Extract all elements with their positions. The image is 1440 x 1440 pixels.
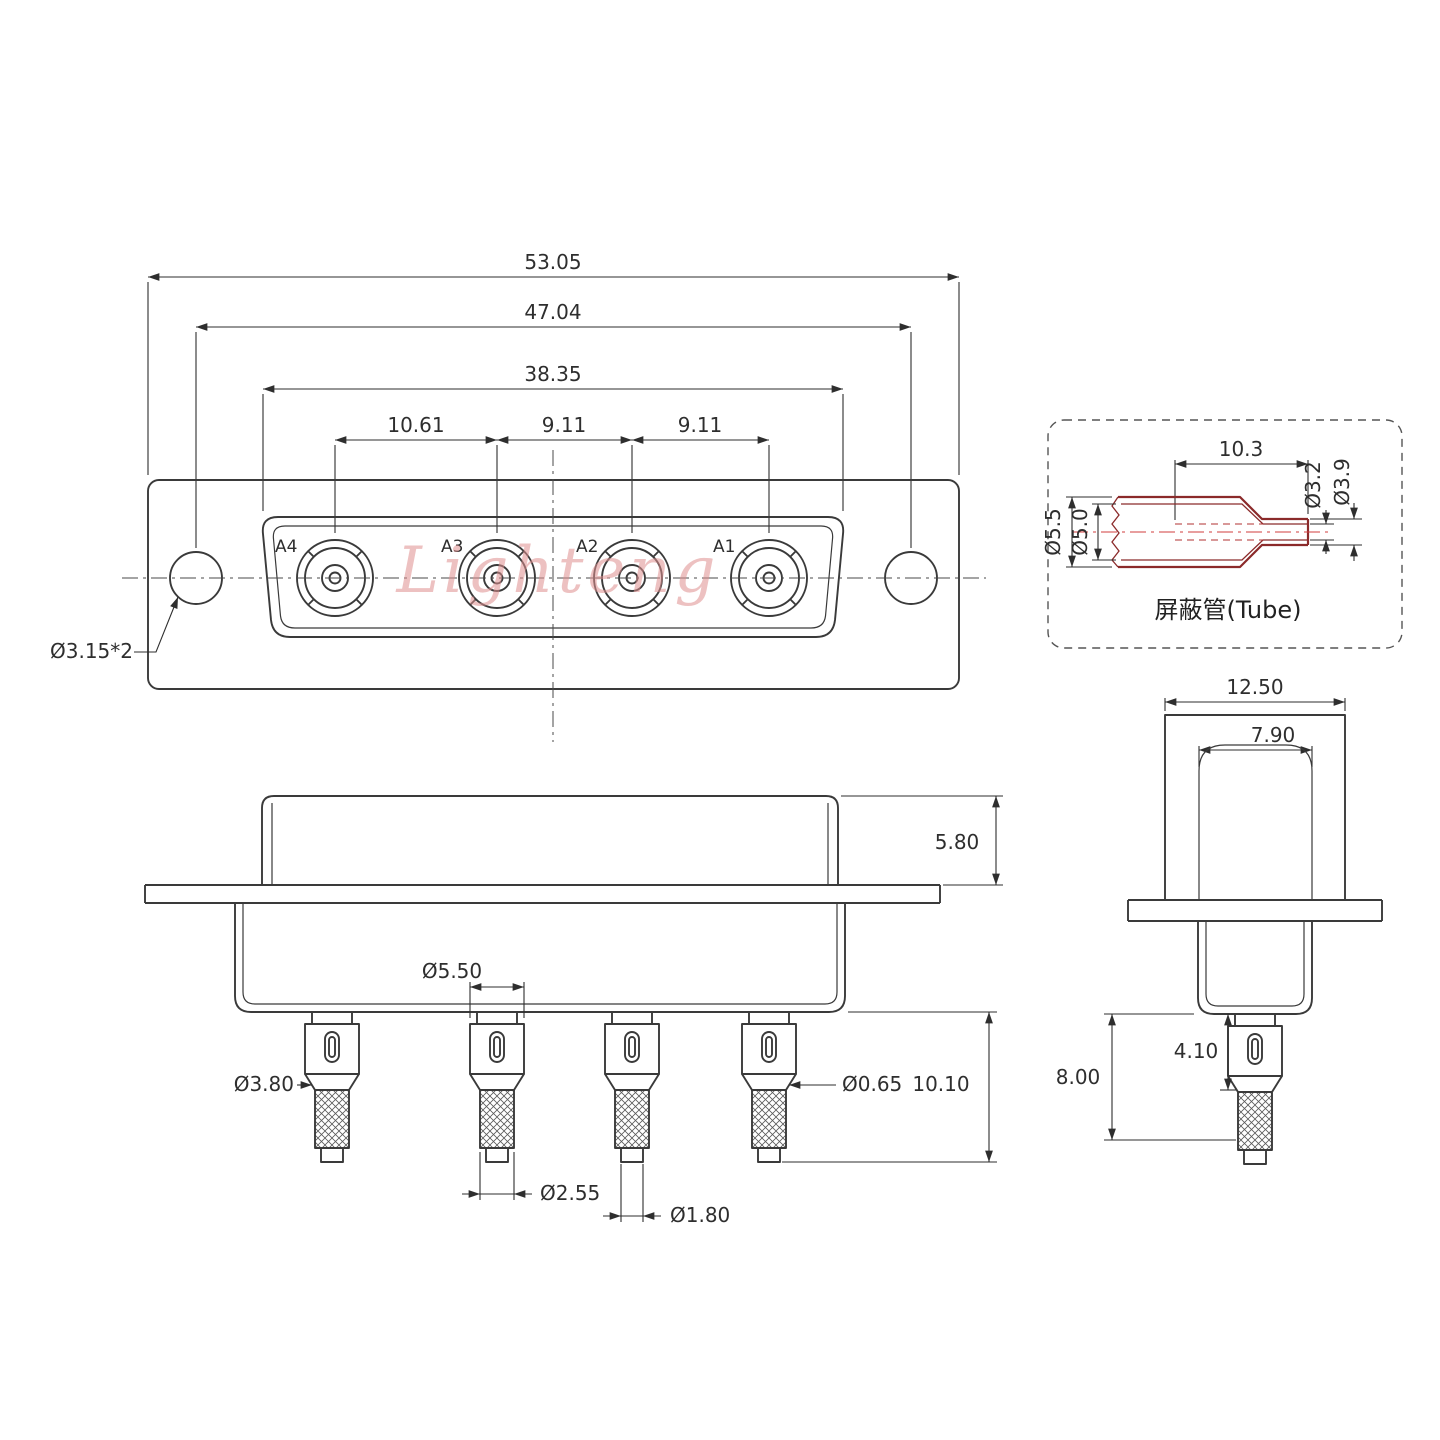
- dim-tube-bore-small-label: Ø3.2: [1301, 461, 1325, 509]
- dim-end-inner-width: [1198, 746, 1313, 767]
- dim-pin-od-label: Ø0.65: [842, 1072, 902, 1096]
- dim-end-inner-width-label: 7.90: [1251, 723, 1296, 747]
- dim-shell-width: [262, 385, 844, 511]
- dshell-inner: [272, 525, 834, 629]
- contact-label-a2: A2: [576, 537, 598, 557]
- end-body-cavity: [1198, 744, 1313, 900]
- dim-end-barrel-length: [1220, 1014, 1236, 1091]
- dim-hole-span: [195, 323, 912, 548]
- contact-label-a4: A4: [275, 537, 297, 557]
- side-contact-1: [304, 1011, 360, 1163]
- body-profile-inner: [242, 903, 838, 1005]
- dim-pitch-a4-a3-label: 10.61: [387, 413, 444, 437]
- mount-hole-leader: [134, 596, 179, 653]
- dim-tail-length: [782, 1011, 997, 1163]
- end-body-outer: [1164, 714, 1346, 900]
- dim-tip-od-label: Ø1.80: [670, 1203, 730, 1227]
- dim-mount-hole-label: Ø3.15*2: [50, 639, 133, 663]
- side-contact-4: [741, 1011, 797, 1163]
- dim-end-tail-length: [1104, 1013, 1236, 1141]
- dim-crimp-od: [462, 1152, 532, 1200]
- dim-contact-od-label: Ø3.80: [234, 1072, 294, 1096]
- shield-tube: [1072, 495, 1332, 569]
- end-view: 12.50 7.90 8.00: [1056, 675, 1383, 1165]
- end-flange: [1127, 899, 1383, 922]
- side-contact-2: [469, 1011, 525, 1163]
- dim-tube-bore-large: [1092, 503, 1116, 561]
- side-view: 5.80 Ø5.50 Ø3.80 Ø0.65 10.10 Ø2.5: [144, 795, 1003, 1227]
- dim-insulator-od-label: Ø5.50: [422, 959, 482, 983]
- dim-hole-span-label: 47.04: [524, 300, 581, 324]
- end-contact: [1227, 1013, 1283, 1165]
- dshell-outer: [261, 516, 845, 638]
- dim-end-width-label: 12.50: [1226, 675, 1283, 699]
- shell-profile: [261, 795, 839, 885]
- side-contact-3: [604, 1011, 660, 1163]
- contact-label-a1: A1: [713, 537, 735, 557]
- dim-tube-od-small: [1310, 503, 1362, 561]
- dim-tube-od-small-label: Ø3.9: [1330, 458, 1354, 506]
- dim-tube-od-large-label: Ø5.5: [1041, 508, 1065, 556]
- tube-detail-view: 10.3 Ø5.5 Ø5.0: [1041, 419, 1403, 649]
- dim-shell-width-label: 38.35: [524, 362, 581, 386]
- dim-total-width-label: 53.05: [524, 250, 581, 274]
- dim-end-tail-length-label: 8.00: [1056, 1065, 1101, 1089]
- dim-tube-bore-large-label: Ø5.0: [1068, 508, 1092, 556]
- end-lower-shell-inner: [1205, 921, 1305, 1007]
- body-profile-outer: [234, 903, 846, 1013]
- dim-end-width: [1164, 698, 1346, 711]
- dim-pitch-a3-a2-label: 9.11: [542, 413, 587, 437]
- dim-pitch-a2-a1-label: 9.11: [678, 413, 723, 437]
- dim-insulator-od: [469, 982, 525, 1018]
- dim-shell-height: [841, 795, 1003, 886]
- dim-tube-length-label: 10.3: [1219, 437, 1264, 461]
- dim-tube-od-large: [1066, 496, 1112, 568]
- dim-tail-length-label: 10.10: [912, 1072, 969, 1096]
- flange-profile: [144, 884, 941, 904]
- dim-end-barrel-length-label: 4.10: [1174, 1039, 1219, 1063]
- dim-tip-od: [603, 1164, 661, 1222]
- dim-tube-length: [1174, 460, 1309, 520]
- dim-total-width: [147, 273, 960, 475]
- dim-contact-pitches: [334, 436, 770, 533]
- contact-label-a3: A3: [441, 537, 463, 557]
- dim-tube-bore-small: [1310, 510, 1334, 554]
- dim-crimp-od-label: Ø2.55: [540, 1181, 600, 1205]
- front-view: 53.05 47.04 38.35 10.61 9.11 9.11: [50, 250, 986, 742]
- end-lower-shell-outer: [1197, 921, 1313, 1015]
- tube-title: 屏蔽管(Tube): [1155, 596, 1302, 624]
- detail-border: [1047, 419, 1403, 649]
- dim-shell-height-label: 5.80: [935, 830, 980, 854]
- watermark: Lighteng: [396, 534, 720, 608]
